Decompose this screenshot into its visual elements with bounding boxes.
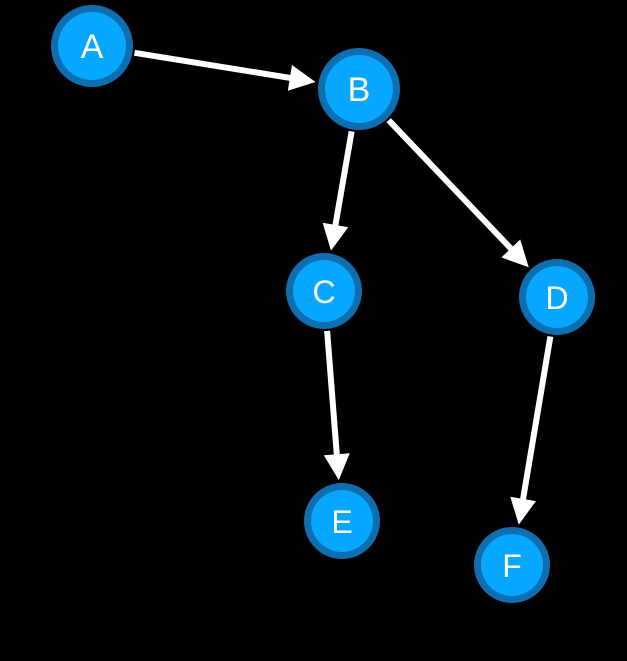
node-label: D	[545, 280, 568, 316]
edge-arrowhead-icon	[287, 65, 316, 91]
edges-layer	[133, 49, 554, 525]
node-fill	[293, 260, 355, 322]
edge-line	[386, 118, 515, 252]
edge-arrowhead-icon	[322, 222, 349, 251]
node-label: B	[348, 71, 371, 109]
node-fill	[58, 12, 126, 80]
node-label: F	[502, 548, 522, 584]
node-fill	[481, 534, 543, 596]
edge-line	[332, 130, 355, 228]
node-fill	[325, 55, 393, 123]
nodes-layer: A B C D E F	[51, 5, 595, 603]
graph-node-c[interactable]: C	[286, 253, 362, 329]
node-label: A	[81, 28, 104, 66]
graph-node-a[interactable]: A	[51, 5, 133, 87]
node-label: C	[312, 274, 335, 310]
graph-edge-a-b[interactable]	[133, 49, 316, 91]
graph-edge-d-f[interactable]	[510, 335, 554, 525]
graph-edge-b-d[interactable]	[386, 118, 529, 268]
edge-line	[324, 330, 340, 457]
edge-line	[133, 49, 293, 82]
node-label: E	[331, 504, 352, 540]
node-fill	[526, 266, 588, 328]
graph-edge-b-c[interactable]	[322, 130, 355, 251]
edge-line	[519, 335, 554, 502]
edge-arrowhead-icon	[323, 453, 350, 481]
edge-arrowhead-icon	[510, 496, 536, 525]
graph-node-d[interactable]: D	[519, 259, 595, 335]
graph-node-b[interactable]: B	[318, 48, 400, 130]
edge-arrowhead-icon	[501, 239, 529, 268]
graph-edge-c-e[interactable]	[323, 330, 350, 481]
graph-node-e[interactable]: E	[304, 483, 380, 559]
node-fill	[311, 490, 373, 552]
graph-node-f[interactable]: F	[474, 527, 550, 603]
